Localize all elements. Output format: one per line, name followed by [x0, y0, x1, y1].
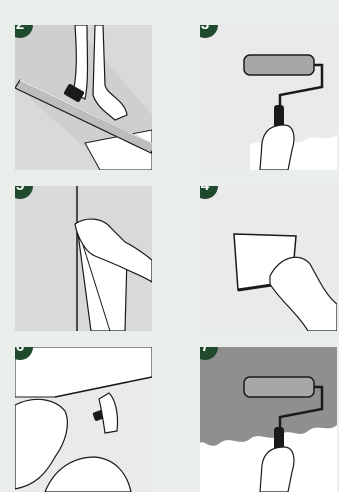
scraper-spatula-in-hand-icon	[200, 186, 337, 331]
smooth-wallpaper-in-corner-icon	[15, 186, 152, 331]
step-panel-4: 4	[200, 186, 337, 331]
step-panel-3: 3	[200, 25, 337, 170]
step-panel-5: 5	[15, 186, 152, 331]
paint-roller-on-wall-icon	[200, 25, 337, 170]
trim-ceiling-edge-with-knife-icon	[15, 347, 152, 492]
paint-roller-on-dark-wall-icon	[200, 347, 337, 492]
step-panel-2: 2	[15, 25, 152, 170]
cut-wallpaper-with-knife-and-ruler-icon	[15, 25, 152, 170]
step-panel-6: 6	[15, 347, 152, 492]
step-panel-7: 7	[200, 347, 337, 492]
